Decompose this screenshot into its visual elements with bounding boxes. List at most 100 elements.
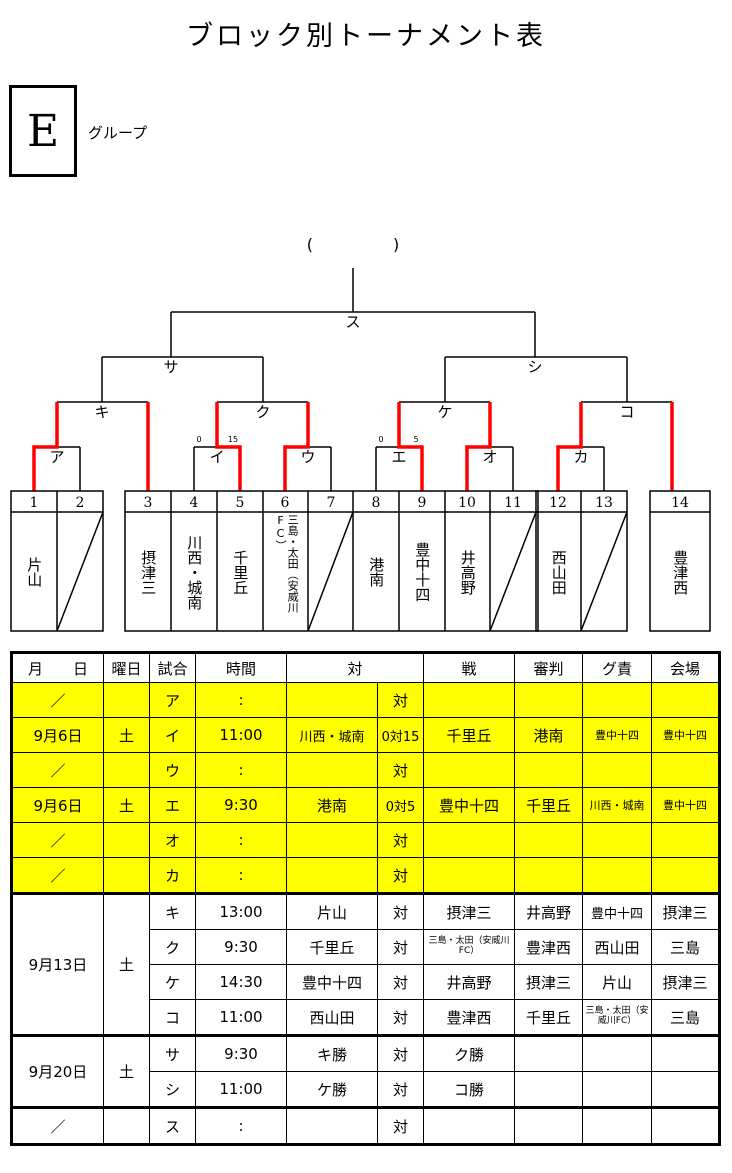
- team-boxes: [10, 490, 711, 632]
- cell-day: 土: [103, 787, 150, 823]
- header-group-responsible: グ責: [582, 652, 653, 683]
- cell-date: 9月13日: [11, 892, 104, 1036]
- match-label-i: イ: [209, 448, 224, 466]
- slot-number: 11: [504, 495, 522, 511]
- cell-date: ／: [11, 857, 104, 894]
- cell-home: 西山田: [286, 999, 378, 1036]
- team-name: 西山田: [549, 549, 568, 595]
- cell-date: ／: [11, 822, 104, 858]
- cell-responsible: [582, 752, 653, 788]
- cell-time: :: [195, 682, 287, 718]
- cell-venue: 摂津三: [651, 892, 721, 930]
- cell-away: 豊中十四: [423, 787, 516, 823]
- cell-vs: 対: [376, 857, 425, 894]
- slot-number: 1: [30, 495, 39, 511]
- cell-referee: 豊津西: [514, 929, 584, 965]
- cell-away: [423, 857, 516, 894]
- cell-time: 13:00: [195, 892, 287, 930]
- cell-match: エ: [149, 787, 196, 823]
- cell-date: 9月6日: [11, 787, 104, 823]
- cell-home: 川西・城南: [286, 717, 378, 753]
- cell-time: 11:00: [195, 717, 287, 753]
- cell-match: ス: [149, 1106, 196, 1145]
- cell-day: [103, 857, 150, 894]
- cell-vs: 対: [376, 682, 425, 718]
- team-name: 片山: [25, 557, 44, 587]
- cell-venue: 豊中十四: [651, 787, 721, 823]
- cell-responsible: [582, 1071, 653, 1108]
- cell-referee: 摂津三: [514, 964, 584, 1000]
- score-i-right: 15: [228, 435, 238, 444]
- cell-away: 三島・太田（安威川FC）: [423, 929, 516, 965]
- slot-number: 12: [549, 495, 567, 511]
- cell-away: [423, 1106, 516, 1145]
- cell-away: 井高野: [423, 964, 516, 1000]
- match-label-o: オ: [482, 448, 497, 466]
- cell-date: 9月20日: [11, 1034, 104, 1108]
- cell-home: 豊中十四: [286, 964, 378, 1000]
- cell-venue: 三島: [651, 929, 721, 965]
- cell-match: ウ: [149, 752, 196, 788]
- table-row: ／ ウ : 対: [11, 752, 721, 788]
- cell-time: :: [195, 822, 287, 858]
- table-row: ／ ア : 対: [11, 682, 721, 718]
- table-row: 9月13日 土 キ 13:00 片山 対 摂津三 井高野 豊中十四 摂津三: [11, 892, 721, 1036]
- table-header-row: 月 日 曜日 試合 時間 対 戦 審判 グ責 会場: [11, 652, 721, 683]
- cell-responsible: 片山: [582, 964, 653, 1000]
- slot-number: 10: [458, 495, 476, 511]
- team-name: 港南: [367, 557, 386, 587]
- table-row: ／ カ : 対: [11, 857, 721, 894]
- cell-home: ケ勝: [286, 1071, 378, 1108]
- team-name: 豊中十四: [413, 542, 432, 602]
- cell-vs: 対: [376, 752, 425, 788]
- cell-vs: 対: [376, 1071, 425, 1108]
- cell-time: 11:00: [195, 999, 287, 1036]
- match-label-ki: キ: [94, 403, 109, 421]
- match-label-su: ス: [345, 313, 360, 331]
- cell-time: :: [195, 857, 287, 894]
- match-label-a: ア: [49, 448, 64, 466]
- cell-time: 9:30: [195, 787, 287, 823]
- cell-responsible: [582, 857, 653, 894]
- cell-vs: 対: [376, 1106, 425, 1145]
- cell-date: 9月6日: [11, 717, 104, 753]
- cell-responsible: 豊中十四: [582, 717, 653, 753]
- score-i-left: 0: [196, 435, 201, 444]
- cell-home: [286, 682, 378, 718]
- cell-referee: 千里丘: [514, 999, 584, 1036]
- cell-vs: 対: [376, 1034, 425, 1072]
- cell-vs: 対: [376, 892, 425, 930]
- cell-time: 9:30: [195, 929, 287, 965]
- cell-venue: 三島: [651, 999, 721, 1036]
- cell-referee: [514, 1034, 584, 1072]
- cell-home: キ勝: [286, 1034, 378, 1072]
- match-label-u: ウ: [300, 448, 315, 466]
- match-label-ka: カ: [573, 448, 588, 466]
- cell-date: ／: [11, 682, 104, 718]
- cell-vs: 対: [376, 964, 425, 1000]
- match-label-e: エ: [391, 448, 406, 466]
- cell-time: :: [195, 752, 287, 788]
- group-label: グループ: [88, 124, 148, 142]
- cell-match: ケ: [149, 964, 196, 1000]
- score-e-right: 5: [413, 435, 418, 444]
- cell-home: [286, 857, 378, 894]
- cell-referee: [514, 682, 584, 718]
- match-label-ke: ケ: [437, 403, 452, 421]
- slot-number: 9: [418, 495, 427, 511]
- table-row: 9月6日 土 エ 9:30 港南 0対5 豊中十四 千里丘 川西・城南 豊中十四: [11, 787, 721, 823]
- cell-vs: 0対5: [376, 787, 425, 823]
- score-e-left: 0: [378, 435, 383, 444]
- table-row: ク 9:30 千里丘 対 三島・太田（安威川FC） 豊津西 西山田 三島: [12, 929, 721, 965]
- cell-home: [286, 752, 378, 788]
- cell-date: ／: [11, 1106, 104, 1145]
- slot-number: 2: [76, 495, 85, 511]
- table-row: ／ オ : 対: [11, 822, 721, 858]
- team-name: 摂津三: [139, 549, 158, 595]
- cell-venue: [651, 1034, 721, 1072]
- slot-number: 14: [671, 495, 689, 511]
- cell-day: [103, 1106, 150, 1145]
- match-label-ku: ク: [255, 403, 270, 421]
- cell-responsible: [582, 1034, 653, 1072]
- team-name: 川西・城南: [185, 534, 204, 610]
